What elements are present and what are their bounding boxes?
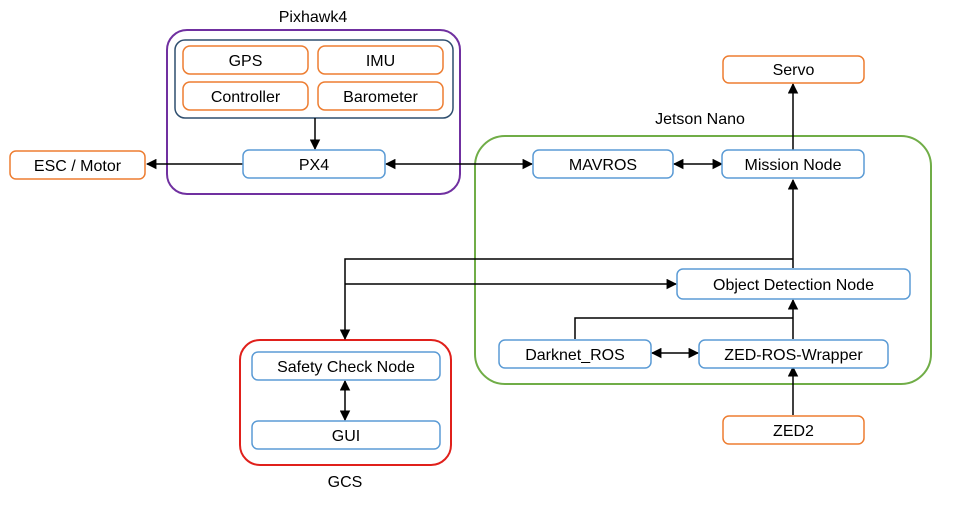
sensor-cluster-border xyxy=(174,39,454,119)
node-esc-motor: ESC / Motor xyxy=(9,150,146,180)
node-darknet-ros-label: Darknet_ROS xyxy=(525,347,625,364)
node-gui-label: GUI xyxy=(332,428,360,445)
node-zed2: ZED2 xyxy=(722,415,865,445)
node-gui: GUI xyxy=(251,420,441,450)
node-zed-ros-wrapper: ZED-ROS-Wrapper xyxy=(698,339,889,369)
node-esc-motor-label: ESC / Motor xyxy=(34,158,122,175)
node-object-detection-box xyxy=(676,268,911,300)
node-safety-check-box xyxy=(251,351,441,381)
node-object-detection-label: Object Detection Node xyxy=(713,277,874,294)
node-darknet-ros: Darknet_ROS xyxy=(498,339,652,369)
node-px4: PX4 xyxy=(242,149,386,179)
node-object-detection: Object Detection Node xyxy=(676,268,911,300)
node-gps: GPS xyxy=(182,45,309,75)
node-px4-box xyxy=(242,149,386,179)
jetson-nano-group-border xyxy=(474,135,932,385)
pixhawk4-group-border xyxy=(166,29,461,195)
node-px4-label: PX4 xyxy=(299,157,329,174)
node-zed-ros-wrapper-label: ZED-ROS-Wrapper xyxy=(724,347,863,364)
node-imu-box xyxy=(317,45,444,75)
pixhawk4-label: Pixhawk4 xyxy=(279,9,348,26)
node-barometer-label: Barometer xyxy=(343,89,418,106)
node-esc-motor-box xyxy=(9,150,146,180)
node-barometer: Barometer xyxy=(317,81,444,111)
node-servo-label: Servo xyxy=(773,62,815,79)
node-barometer-box xyxy=(317,81,444,111)
edge-mission-to-safety xyxy=(339,258,793,341)
node-mission: Mission Node xyxy=(721,149,865,179)
jetson-nano-group: Jetson Nano xyxy=(474,111,932,385)
node-mission-box xyxy=(721,149,865,179)
node-zed2-label: ZED2 xyxy=(773,423,814,440)
node-zed2-box xyxy=(722,415,865,445)
node-mavros: MAVROS xyxy=(532,149,674,179)
node-mission-label: Mission Node xyxy=(745,157,842,174)
node-darknet-ros-box xyxy=(498,339,652,369)
gcs-label: GCS xyxy=(328,474,363,491)
node-controller-label: Controller xyxy=(211,89,281,106)
node-safety-check-label: Safety Check Node xyxy=(277,359,415,376)
node-zed-ros-wrapper-box xyxy=(698,339,889,369)
node-controller-box xyxy=(182,81,309,111)
node-gps-box xyxy=(182,45,309,75)
node-imu: IMU xyxy=(317,45,444,75)
node-gui-box xyxy=(251,420,441,450)
jetson-nano-label: Jetson Nano xyxy=(655,111,745,128)
node-safety-check: Safety Check Node xyxy=(251,351,441,381)
node-controller: Controller xyxy=(182,81,309,111)
pixhawk4-group: Pixhawk4 xyxy=(166,9,461,195)
node-mavros-box xyxy=(532,149,674,179)
edges xyxy=(145,82,799,422)
node-servo-box xyxy=(722,55,865,84)
node-mavros-label: MAVROS xyxy=(569,157,637,174)
node-gps-label: GPS xyxy=(229,53,263,70)
edge-darknet-join xyxy=(574,317,793,339)
node-servo: Servo xyxy=(722,55,865,84)
node-imu-label: IMU xyxy=(366,53,395,70)
